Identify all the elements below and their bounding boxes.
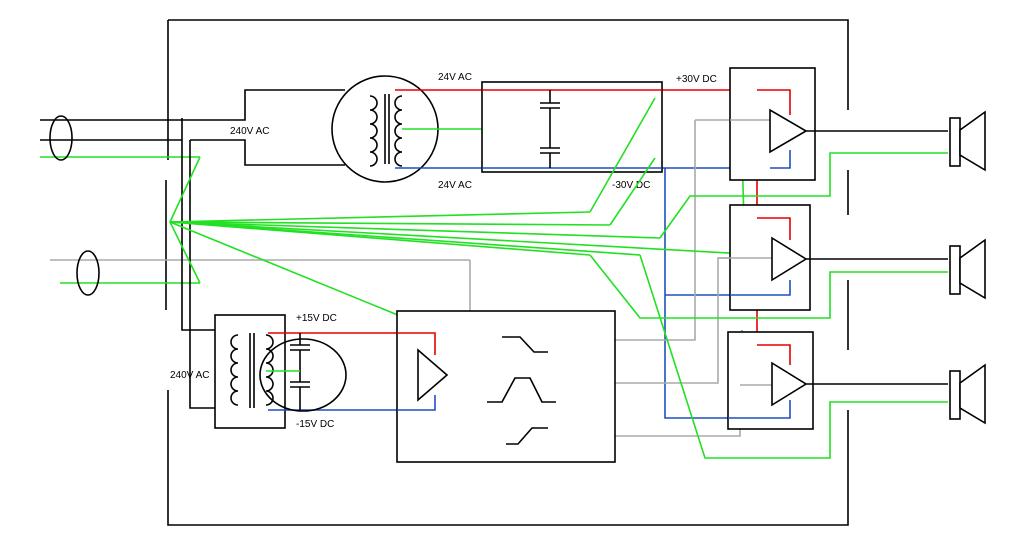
mains-label-main: 240V AC: [230, 126, 269, 137]
main-psu-mains-wiring: [182, 89, 345, 166]
amplifier-icon: [417, 348, 449, 402]
cable-gland-icon: [76, 250, 100, 296]
enclosure-outline: [167, 19, 849, 526]
amplifier-2: [718, 204, 948, 311]
speaker-icon: [949, 370, 961, 420]
speaker-1: [949, 110, 986, 172]
transformer-icon: [369, 95, 378, 167]
speaker-icon: [949, 117, 961, 167]
rail-label-minus30: -30V DC: [612, 180, 650, 191]
filter-response-icon: [487, 377, 556, 403]
filter-response-icon: [506, 427, 548, 445]
signal-input-cable: [50, 250, 471, 340]
secondary-label-bottom: 24V AC: [438, 180, 472, 191]
rail-label-minus15: -15V DC: [296, 419, 334, 430]
ground-star-wiring: [169, 97, 948, 459]
transformer-icon: [230, 334, 239, 406]
speaker-2: [949, 238, 986, 300]
rail-label-plus15: +15V DC: [296, 313, 337, 324]
crossover-box: [396, 310, 616, 463]
cable-gland-icon: [49, 115, 73, 161]
filter-response-icon: [502, 336, 548, 353]
amplifier-1: [729, 67, 948, 181]
capacitor-icon: [290, 333, 310, 410]
secondary-label-top: 24V AC: [438, 72, 472, 83]
mains-live-wire: [181, 118, 215, 331]
mains-input-cable: [40, 115, 200, 161]
capacitor-icon: [540, 90, 560, 168]
rectifier-capacitor-box: [481, 81, 663, 173]
amplifier-icon: [769, 108, 808, 154]
speaker-3: [949, 363, 986, 425]
rail-label-plus30: +30V DC: [676, 74, 717, 85]
amplifier-3: [727, 331, 948, 430]
highlight-circle: [259, 338, 347, 412]
speaker-icon: [949, 245, 961, 295]
mains-neutral-wire: [189, 140, 215, 409]
main-transformer: [331, 75, 439, 183]
mains-label-aux: 240V AC: [170, 370, 209, 381]
amplifier-icon: [771, 236, 808, 282]
amplifier-icon: [771, 361, 808, 407]
